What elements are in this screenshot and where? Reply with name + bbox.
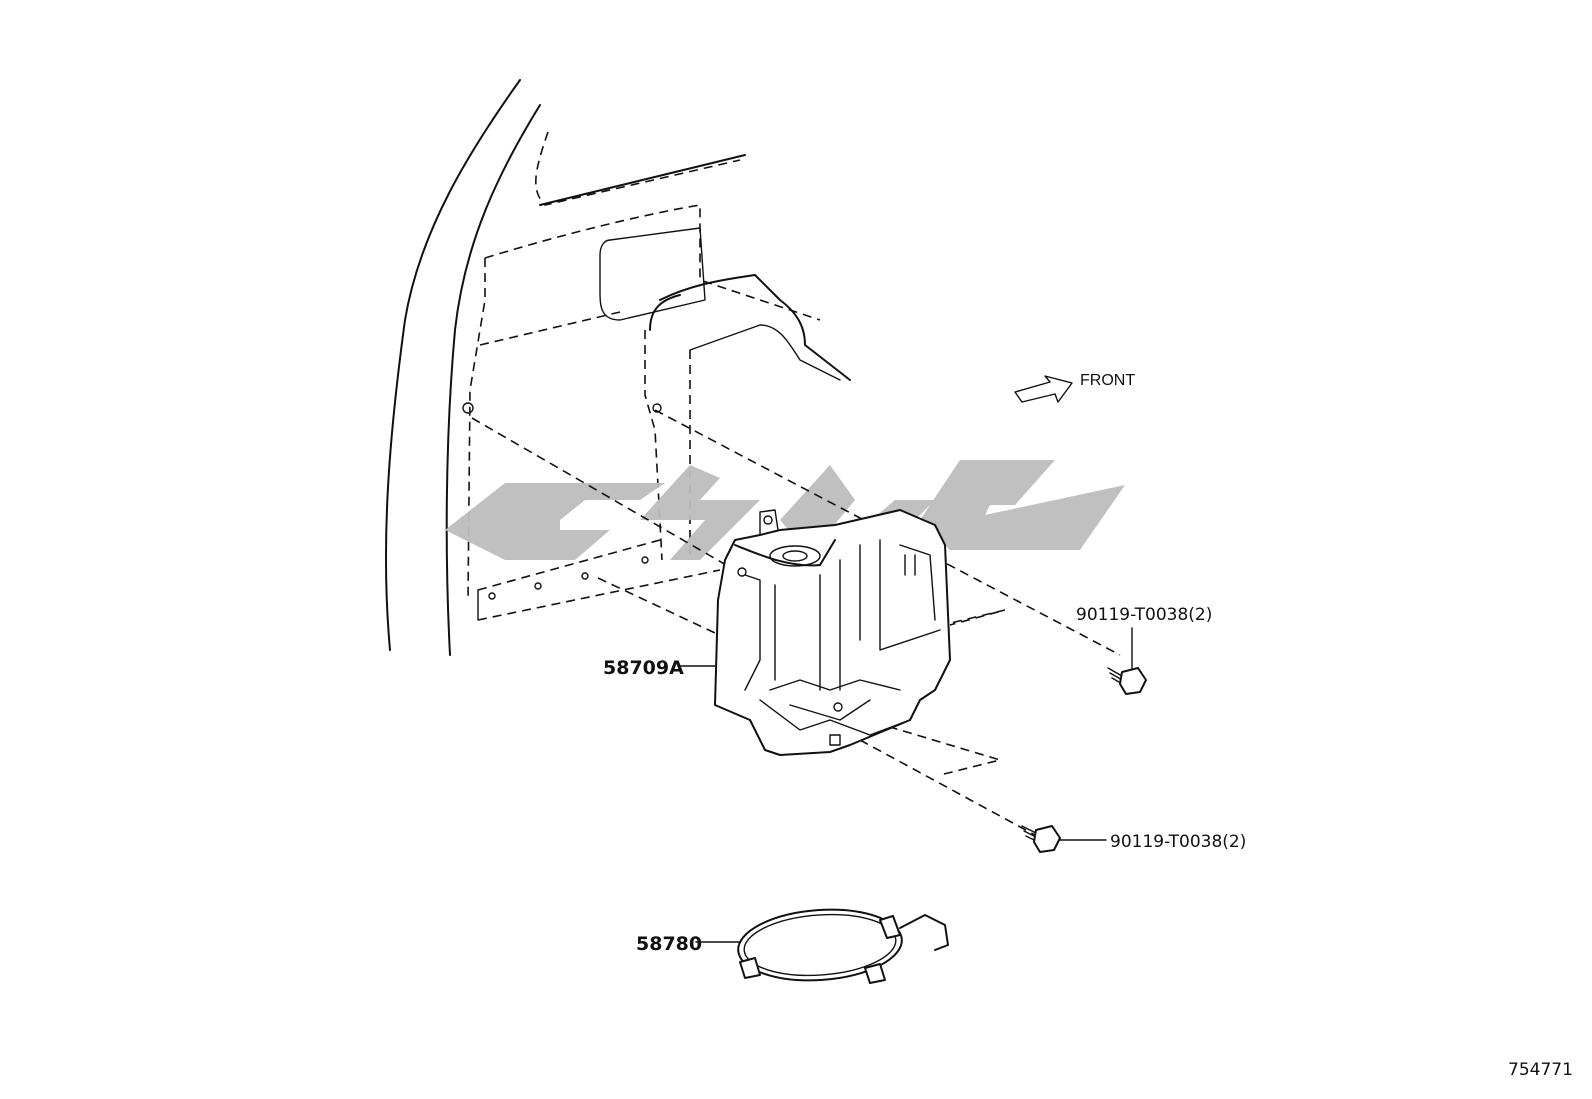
callout-bracket: 58709A xyxy=(603,657,717,679)
callout-bolt-upper: 90119-T0038(2) xyxy=(1076,605,1212,669)
callout-clamp: 58780 xyxy=(636,933,741,955)
front-label: FRONT xyxy=(1080,372,1135,389)
callout-bolt-lower: 90119-T0038(2) xyxy=(1059,832,1246,852)
diagram-id: 754771 xyxy=(1508,1060,1573,1080)
battery-clamp xyxy=(737,908,949,984)
front-direction-arrow xyxy=(1014,375,1073,403)
battery-bracket xyxy=(714,509,951,756)
vehicle-body-outline xyxy=(384,79,851,656)
bolt-lower xyxy=(1021,825,1061,853)
part-label-bolt-upper: 90119-T0038(2) xyxy=(1076,605,1212,625)
part-label-bolt-lower: 90119-T0038(2) xyxy=(1110,832,1246,852)
bolt-upper xyxy=(1107,667,1147,695)
part-label-58780: 58780 xyxy=(636,933,702,955)
part-label-58709a: 58709A xyxy=(603,657,684,679)
